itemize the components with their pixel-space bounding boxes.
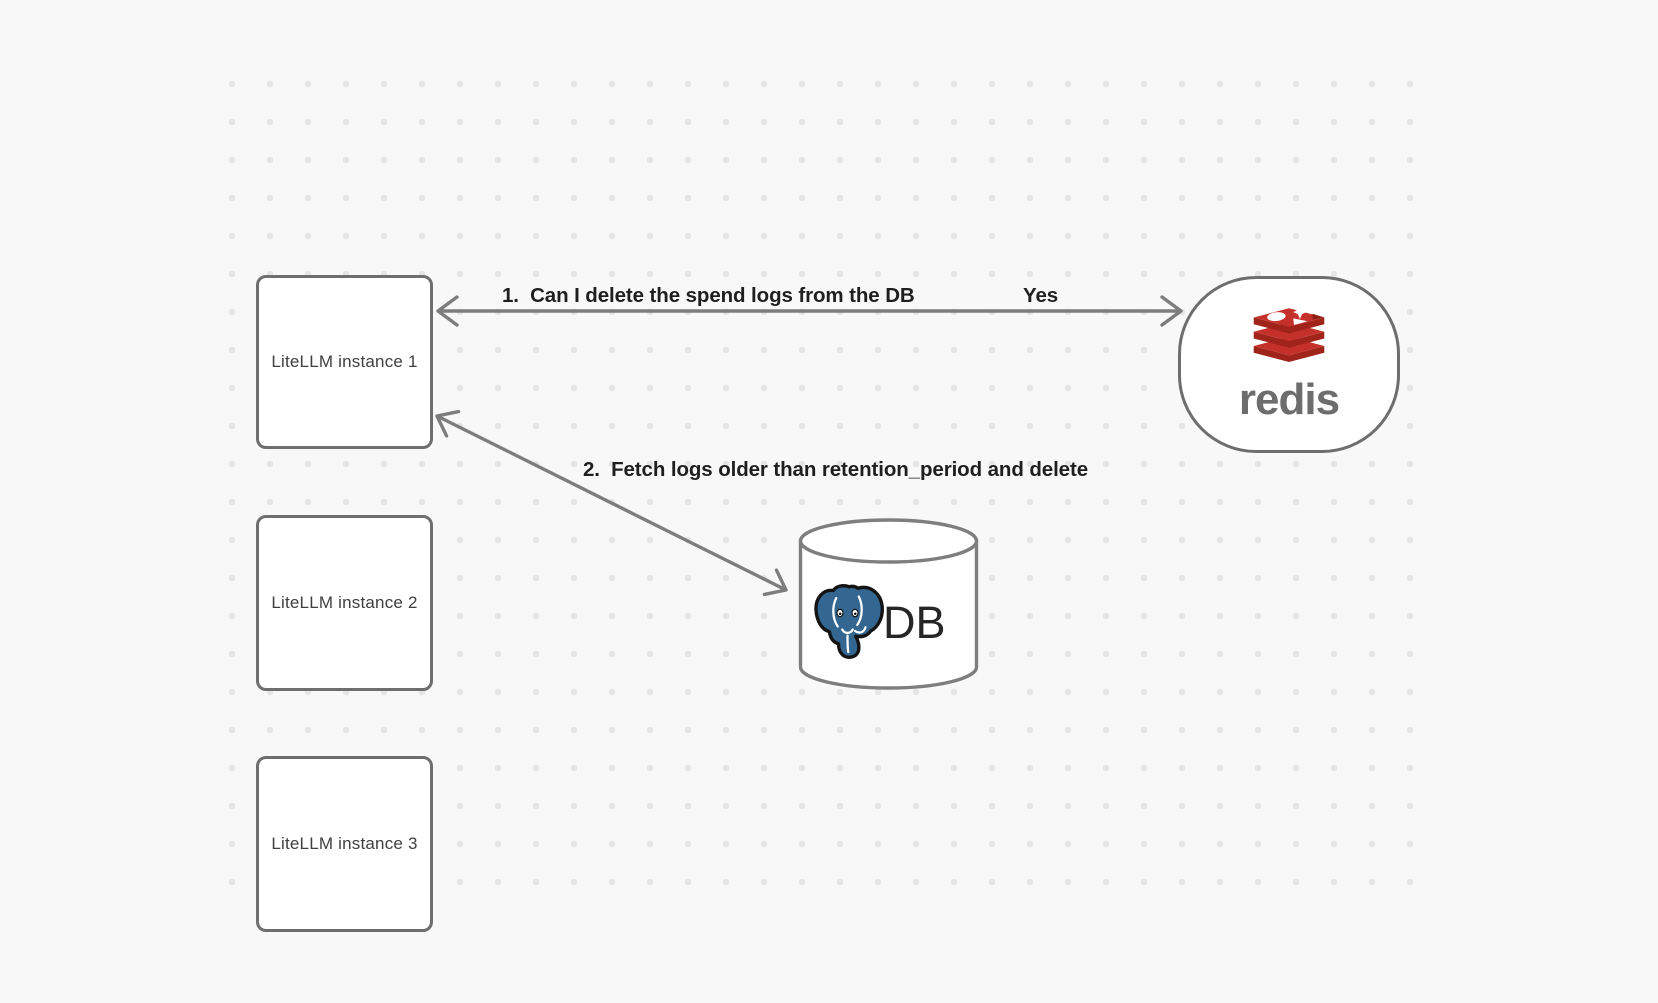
node-litellm-instance-1: LiteLLM instance 1 (256, 275, 433, 449)
node-label: LiteLLM instance 3 (271, 834, 418, 853)
postgresql-logo-icon (814, 584, 884, 659)
node-label: LiteLLM instance 2 (271, 593, 418, 612)
redis-wordmark: redis (1238, 374, 1340, 424)
edge-2-label: 2. Fetch logs older than retention_perio… (583, 458, 1088, 481)
node-redis: redis (1178, 276, 1400, 453)
node-litellm-instance-2: LiteLLM instance 2 (256, 515, 433, 691)
db-label: DB (883, 597, 946, 648)
edge-1-response-label: Yes (1023, 284, 1059, 307)
node-db: DB (797, 517, 980, 692)
node-label: LiteLLM instance 1 (271, 352, 418, 371)
edge-1-label: 1. Can I delete the spend logs from the … (502, 284, 915, 307)
redis-logo-icon (1253, 307, 1325, 362)
node-litellm-instance-3: LiteLLM instance 3 (256, 756, 433, 932)
